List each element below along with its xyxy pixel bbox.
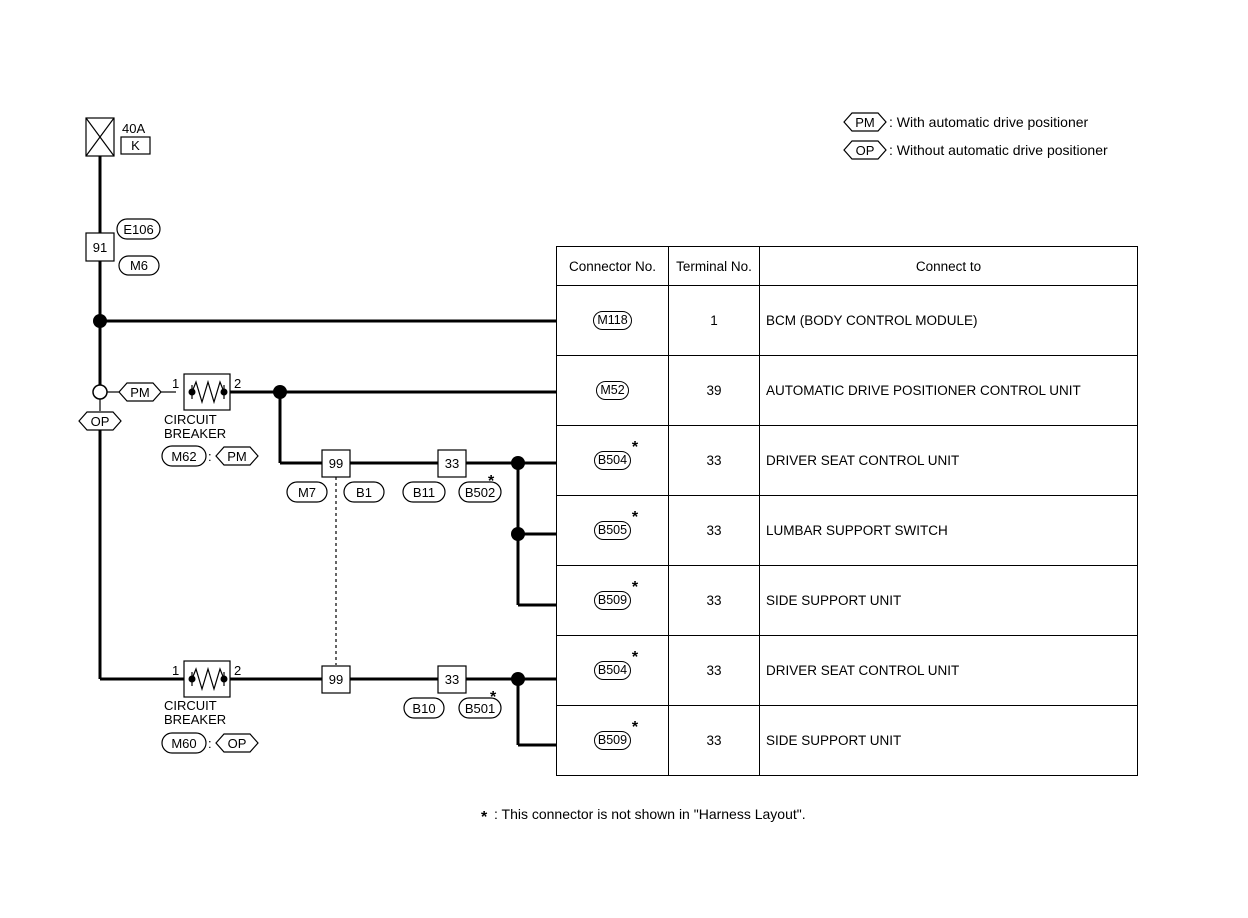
option-split-point [92, 384, 108, 400]
footnote-star: * [481, 809, 488, 826]
pm-legend-text: : With automatic drive positioner [889, 114, 1089, 130]
connector-badge: B509* [593, 720, 638, 750]
connector-b11-badge [402, 481, 446, 503]
circuit-breaker-pm: 1 2 CIRCUIT BREAKER M62 : PM [161, 373, 259, 467]
star-mark: * [631, 649, 639, 666]
connector-m62: M62 [171, 449, 196, 464]
connect-to-cell: SIDE SUPPORT UNIT [766, 733, 902, 748]
op-tag-text: OP [91, 414, 110, 429]
breaker-op-colon: : [208, 736, 212, 751]
header-connect-to: Connect to [759, 246, 1138, 286]
connect-to-cell: DRIVER SEAT CONTROL UNIT [766, 663, 960, 678]
connector-e106: E106 [123, 222, 153, 237]
connector-b501-badge [458, 697, 502, 719]
op-legend-tag [843, 140, 887, 160]
table-row: M52 39 AUTOMATIC DRIVE POSITIONER CONTRO… [556, 355, 1138, 426]
fuse-rating: 40A [122, 121, 145, 136]
breaker-op-tag-text: OP [228, 736, 247, 751]
star-mark: * [631, 509, 639, 526]
connector-m62-badge [161, 445, 207, 467]
connector-m6: M6 [130, 258, 148, 273]
connect-to-cell: SIDE SUPPORT UNIT [766, 593, 902, 608]
connect-to-cell: LUMBAR SUPPORT SWITCH [766, 523, 948, 538]
table-row: M118 1 BCM (BODY CONTROL MODULE) [556, 285, 1138, 356]
connector-e106-badge [116, 218, 161, 240]
terminal-cell: 33 [668, 495, 760, 566]
breaker-op-label-1: CIRCUIT [164, 698, 217, 713]
connector-m7: M7 [298, 485, 316, 500]
pm-tag-text: PM [130, 385, 150, 400]
breaker-op-tag [215, 733, 259, 753]
connector-badge: M118 [593, 311, 632, 330]
connector-badge: M52 [596, 381, 629, 400]
junction-91-number: 91 [93, 240, 107, 255]
breaker-pm-colon: : [208, 449, 212, 464]
circuit-breaker-op: 1 2 CIRCUIT BREAKER M60 : OP [161, 660, 259, 754]
terminal-cell: 33 [668, 635, 760, 706]
op-legend-text: : Without automatic drive positioner [889, 142, 1108, 158]
terminal-99-upper: 99 [329, 456, 343, 471]
terminal-cell: 33 [668, 705, 760, 776]
header-connector-no: Connector No. [556, 246, 669, 286]
connector-b10-badge [403, 697, 445, 719]
breaker-pm-tag [215, 446, 259, 466]
connector-m7-badge [286, 481, 328, 503]
connector-m60-badge [161, 732, 207, 754]
pm-legend-tag-text: PM [855, 115, 875, 130]
breaker-pm-label-2: BREAKER [164, 426, 226, 441]
terminal-99-lower: 99 [329, 672, 343, 687]
breaker-op-label-2: BREAKER [164, 712, 226, 727]
connect-to-cell: DRIVER SEAT CONTROL UNIT [766, 453, 960, 468]
breaker-pm-label-1: CIRCUIT [164, 412, 217, 427]
connector-m6-badge [118, 255, 160, 276]
connect-to-cell: BCM (BODY CONTROL MODULE) [766, 313, 978, 328]
terminal-cell: 39 [668, 355, 760, 426]
terminal-33-upper: 33 [445, 456, 459, 471]
connector-b501: B501 [465, 701, 495, 716]
op-legend-tag-text: OP [856, 143, 875, 158]
legend: PM : With automatic drive positioner OP … [843, 112, 1108, 160]
table-row: B509* 33 SIDE SUPPORT UNIT [556, 565, 1138, 636]
connector-b502: B502 [465, 485, 495, 500]
connector-b10: B10 [412, 701, 435, 716]
connector-b502-badge [458, 481, 502, 503]
terminal-cell: 33 [668, 565, 760, 636]
terminal-33-lower: 33 [445, 672, 459, 687]
connector-badge: B504* [593, 440, 638, 470]
connect-to-cell: AUTOMATIC DRIVE POSITIONER CONTROL UNIT [766, 383, 1081, 398]
fuse-id-box [120, 136, 151, 155]
star-mark: * [631, 439, 639, 456]
fuse: 40A K [85, 117, 151, 157]
connector-badge: B505* [593, 510, 638, 540]
connector-table: Connector No. Terminal No. Connect to M1… [556, 246, 1138, 776]
terminal-cell: 33 [668, 425, 760, 496]
connector-m60: M60 [171, 736, 196, 751]
op-tag [78, 411, 122, 431]
breaker-pm-pin1: 1 [172, 376, 179, 391]
table-row: B505* 33 LUMBAR SUPPORT SWITCH [556, 495, 1138, 566]
table-row: B504* 33 DRIVER SEAT CONTROL UNIT [556, 425, 1138, 496]
table-row: B504* 33 DRIVER SEAT CONTROL UNIT [556, 635, 1138, 706]
breaker-op-pin2: 2 [234, 663, 241, 678]
connector-b11: B11 [413, 485, 435, 500]
terminal-cell: 1 [668, 285, 760, 356]
connector-badge: B509* [593, 580, 638, 610]
connector-b1-badge [343, 481, 385, 503]
table-row: B509* 33 SIDE SUPPORT UNIT [556, 705, 1138, 776]
pm-legend-tag [843, 112, 887, 132]
footnote-text: : This connector is not shown in "Harnes… [494, 806, 806, 822]
fuse-id: K [131, 138, 140, 153]
star-mark: * [631, 719, 639, 736]
table-header-row: Connector No. Terminal No. Connect to [556, 246, 1138, 286]
connector-badge: B504* [593, 650, 638, 680]
breaker-pm-pin2: 2 [234, 376, 241, 391]
b501-star: * [490, 689, 497, 706]
connector-b1: B1 [356, 485, 372, 500]
b502-star: * [488, 473, 495, 490]
star-mark: * [631, 579, 639, 596]
breaker-op-pin1: 1 [172, 663, 179, 678]
breaker-pm-tag-text: PM [227, 449, 247, 464]
header-terminal-no: Terminal No. [668, 246, 760, 286]
